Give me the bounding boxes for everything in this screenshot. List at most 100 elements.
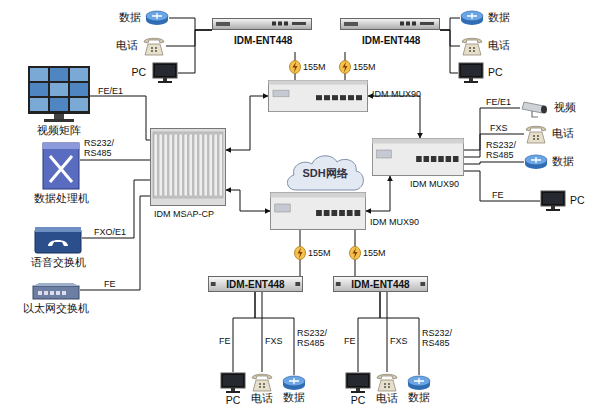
phone-icon	[142, 36, 166, 56]
interface-label: RS232/ RS485	[486, 140, 518, 160]
link-line	[90, 96, 150, 140]
ethernet-switch-icon	[32, 282, 80, 300]
device-label: IDM-ENT448	[362, 35, 420, 46]
router-icon	[524, 154, 548, 170]
device-label: 视频矩阵	[37, 125, 81, 137]
link-line	[368, 96, 420, 138]
interface-label: FXS	[490, 123, 508, 133]
link-line	[178, 30, 212, 73]
link-line	[358, 292, 380, 372]
interface-label: 155M	[353, 62, 376, 72]
interface-label: FE/E1	[98, 86, 123, 96]
pc-monitor-icon	[220, 372, 246, 394]
device-label: IDM-ENT448	[226, 279, 284, 290]
interface-label: FE	[219, 336, 231, 346]
device-node: PC	[152, 62, 178, 84]
device-label: PC	[570, 195, 585, 207]
router-icon	[460, 10, 484, 26]
device-label: 数据	[408, 392, 430, 404]
device-node: IDM-ENT448	[212, 18, 312, 52]
interface-label: FXS	[265, 336, 283, 346]
link-line	[387, 292, 388, 372]
device-node: 数据	[460, 10, 484, 26]
link-line	[464, 171, 540, 201]
link-line	[366, 176, 390, 211]
device-node: PC	[458, 62, 484, 84]
device-node: 语音交换机	[34, 226, 82, 254]
interface-label: RS232/ RS485	[84, 138, 116, 158]
phone-icon	[460, 36, 484, 56]
link-line	[380, 292, 419, 375]
device-label: 以太网交换机	[23, 303, 89, 315]
interface-label: FXS	[390, 336, 408, 346]
link-line	[169, 18, 212, 30]
router-icon	[282, 375, 306, 391]
interface-label: FXO/E1	[94, 227, 126, 237]
device-node: IDM-ENT448	[333, 276, 428, 292]
link-line	[255, 292, 294, 375]
link-line	[262, 292, 263, 372]
device-label: 数据处理机	[34, 193, 89, 205]
device-node: 数据	[145, 10, 169, 26]
pc-monitor-icon	[458, 62, 484, 84]
device-node: PC	[345, 372, 371, 394]
device-label: PC	[226, 395, 241, 407]
device-node: 数据	[282, 375, 306, 391]
lightning-symbol	[339, 60, 351, 74]
device-node: IDM MUX90	[372, 138, 464, 176]
device-label: IDM MUX90	[372, 90, 421, 100]
device-label: IDM-ENT448	[351, 279, 409, 290]
device-node: IDM MUX90	[270, 192, 366, 230]
link-line	[80, 196, 150, 290]
server-icon	[42, 142, 80, 190]
link-line	[226, 190, 270, 211]
ent-chassis	[212, 18, 312, 30]
device-label: 电话	[376, 393, 398, 405]
mux-chassis	[372, 138, 464, 176]
phone-icon	[375, 372, 399, 392]
device-label: 数据	[119, 12, 141, 24]
device-node: 数据	[524, 154, 548, 170]
device-label: 电话	[488, 40, 510, 52]
link-line	[80, 160, 150, 161]
phone-icon	[250, 372, 274, 392]
device-node: 数据处理机	[42, 142, 80, 190]
device-node: 电话	[142, 36, 166, 56]
device-node: 视频	[520, 98, 550, 118]
interface-label: FE/E1	[486, 97, 511, 107]
phone-icon	[524, 124, 548, 144]
mux-chassis	[268, 80, 368, 112]
mux-chassis	[270, 192, 366, 230]
pc-monitor-icon	[345, 372, 371, 394]
device-node: IDM-ENT448	[340, 18, 440, 52]
link-line	[440, 30, 458, 73]
device-label: 数据	[283, 392, 305, 404]
device-node: 电话	[375, 372, 399, 392]
device-label: SDH网络	[302, 167, 347, 179]
router-icon	[145, 10, 169, 26]
link-line	[440, 18, 460, 30]
interface-label: FE	[344, 336, 356, 346]
device-label: 数据	[488, 12, 510, 24]
device-node: IDM MSAP-CP	[150, 128, 226, 206]
interface-label: 155M	[363, 248, 386, 258]
device-label: 电话	[251, 393, 273, 405]
device-label: 数据	[552, 156, 574, 168]
device-node: SDH网络	[282, 150, 368, 196]
device-node: 数据	[407, 375, 431, 391]
link-line	[226, 96, 268, 150]
device-node: 电话	[250, 372, 274, 392]
device-node: 以太网交换机	[32, 282, 80, 300]
device-node: PC	[540, 190, 566, 212]
interface-label: RS232/ RS485	[422, 328, 454, 348]
interface-label: RS232/ RS485	[297, 328, 329, 348]
router-icon	[407, 375, 431, 391]
device-label: 电话	[116, 40, 138, 52]
video-wall-icon	[28, 66, 90, 122]
ent-chassis	[340, 18, 440, 30]
device-label: PC	[131, 67, 146, 79]
lightning-symbol	[289, 60, 301, 74]
device-node: IDM MUX90	[268, 80, 368, 112]
interface-label: 155M	[303, 62, 326, 72]
